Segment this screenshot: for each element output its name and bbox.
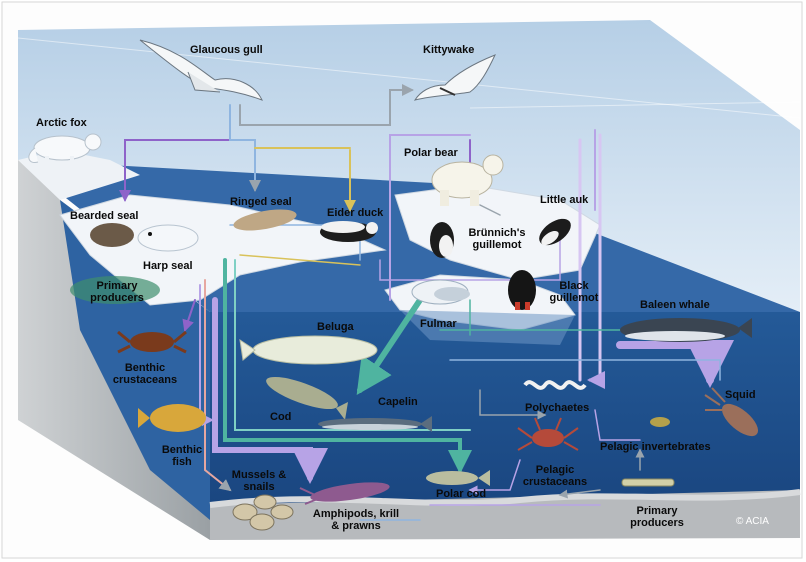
fulmar-illustration (411, 279, 470, 305)
eider-duck-illustration (320, 221, 378, 242)
label-squid: Squid (725, 389, 756, 401)
label-baleen-whale: Baleen whale (640, 299, 710, 311)
polar-bear-illustration (431, 154, 504, 206)
label-capelin: Capelin (378, 396, 418, 408)
label-primary-producers-ice: Primary producers (90, 280, 144, 304)
label-eider-duck: Eider duck (327, 207, 384, 219)
label-arctic-fox: Arctic fox (36, 117, 87, 129)
mussels-snails-illustration (232, 494, 294, 531)
ringed-seal-illustration (233, 209, 297, 231)
benthic-fish-illustration (138, 404, 206, 432)
energy-flow-arrows (119, 84, 734, 521)
squid-illustration (704, 387, 759, 437)
capelin-illustration (318, 416, 432, 432)
pelagic-crustaceans-illustration (517, 417, 579, 451)
label-ringed-seal: Ringed seal (230, 196, 292, 208)
primary-producers-patch (70, 276, 160, 304)
label-polychaetes: Polychaetes (525, 402, 590, 414)
glaucous-gull-illustration (139, 39, 263, 101)
label-bearded-seal: Bearded seal (70, 210, 139, 222)
cod-illustration (266, 376, 348, 420)
label-primary-producers-sea: Primary producers (630, 505, 684, 529)
label-cod: Cod (270, 411, 292, 423)
polychaetes-illustration (523, 380, 587, 390)
benthic-crustaceans-illustration (117, 330, 187, 354)
bearded-seal-illustration (90, 223, 134, 247)
amphipods-illustration (299, 482, 390, 505)
label-benthic-fish: Benthic fish (161, 444, 203, 468)
harp-seal-illustration (137, 224, 199, 252)
little-auk-illustration (539, 218, 571, 246)
label-harp-seal: Harp seal (143, 260, 193, 272)
label-beluga: Beluga (317, 321, 354, 333)
baleen-whale-illustration (620, 318, 752, 342)
label-glaucous-gull: Glaucous gull (190, 44, 263, 56)
polar-cod-illustration (426, 470, 490, 486)
arctic-fox-illustration (28, 133, 102, 168)
label-black-guillemot: Black guillemot (549, 280, 599, 304)
pelagic-invertebrates-illustration (650, 417, 670, 427)
label-fulmar: Fulmar (420, 318, 457, 330)
primary-producers-sea-illustration (621, 478, 675, 487)
brunnichs-guillemot-illustration (430, 222, 454, 258)
black-guillemot-illustration (508, 270, 536, 310)
kittywake-illustration (413, 54, 496, 101)
label-polar-cod: Polar cod (436, 488, 487, 500)
label-pelagic-crustaceans: Pelagic crustaceans (522, 464, 588, 488)
label-pelagic-invertebrates: Pelagic invertebrates (600, 441, 711, 453)
label-amphipods-krill-prawns: Amphipods, krill & prawns (312, 508, 400, 532)
beluga-illustration (239, 335, 378, 365)
copyright-credit: © ACIA (736, 516, 769, 527)
label-brunnichs-guillemot: Brünnich's guillemot (468, 227, 526, 251)
label-kittywake: Kittywake (423, 44, 475, 56)
label-little-auk: Little auk (540, 194, 589, 206)
label-mussels-snails: Mussels & snails (231, 469, 287, 493)
label-benthic-crustaceans: Benthic crustaceans (112, 362, 178, 386)
label-polar-bear: Polar bear (404, 147, 458, 159)
